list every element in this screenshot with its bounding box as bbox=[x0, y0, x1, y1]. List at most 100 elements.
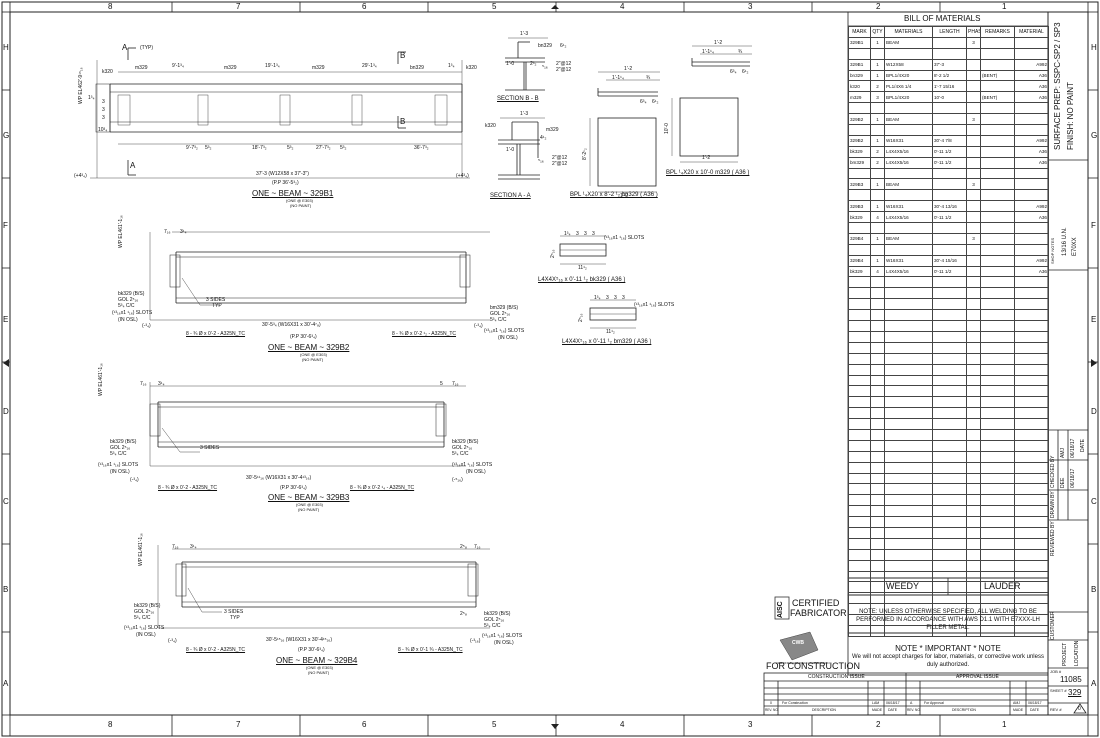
bom-cell: 2 bbox=[870, 156, 885, 169]
bom-cell bbox=[1014, 189, 1049, 202]
bom-cell bbox=[980, 516, 1015, 528]
bom-cell: W12X58 bbox=[884, 58, 933, 71]
osl-label: (IN OSL) bbox=[466, 469, 486, 475]
firm-lauder: LAUDER bbox=[984, 581, 1021, 591]
bom-cell: 329B3 bbox=[848, 178, 871, 191]
bom-cell bbox=[1014, 276, 1049, 289]
beam-length: 37'-3 (W12X58 x 37'-3") bbox=[256, 171, 309, 177]
bom-cell bbox=[980, 396, 1015, 409]
bom-row bbox=[848, 276, 1049, 289]
dim: 1'-0 bbox=[506, 61, 515, 67]
bom-cell bbox=[848, 189, 871, 202]
section-mark-a: A bbox=[122, 43, 128, 52]
bom-cell bbox=[1014, 624, 1049, 637]
bom-cell: 10'-0 bbox=[932, 91, 967, 104]
a-desc: For Approval bbox=[924, 701, 944, 705]
bom-cell bbox=[870, 167, 885, 180]
bom-cell bbox=[884, 385, 933, 398]
bom-cell bbox=[848, 505, 871, 518]
bom-cell bbox=[980, 134, 1015, 147]
bom-cell bbox=[966, 243, 981, 256]
bom-cell bbox=[848, 287, 871, 300]
bom-cell bbox=[932, 102, 967, 115]
bom-cell: BPL1/4X20 bbox=[884, 69, 933, 82]
bom-cell bbox=[884, 592, 933, 605]
rev-label: REV # bbox=[1050, 707, 1062, 712]
bom-row bbox=[848, 309, 1049, 322]
bom-cell bbox=[1014, 320, 1049, 332]
bom-cell bbox=[1014, 309, 1049, 322]
end-offset-left: (+4³₄) bbox=[74, 173, 87, 179]
bom-cell bbox=[870, 341, 885, 354]
clip-gol: GOL 2⁵₁₆ bbox=[118, 297, 139, 303]
bom-cell bbox=[884, 461, 933, 474]
bom-cell bbox=[980, 309, 1015, 322]
wp-elevation: WP EL461'-1₁₆ bbox=[118, 215, 124, 248]
cwb-mark: CWB bbox=[792, 640, 804, 646]
drawn-by-name: AMJ bbox=[1060, 448, 1066, 458]
bom-row bbox=[848, 167, 1049, 180]
bom-cell bbox=[848, 276, 871, 289]
bom-cell bbox=[966, 58, 981, 71]
bom-cell bbox=[932, 36, 967, 49]
m329-label: m329 bbox=[546, 127, 559, 133]
bom-cell bbox=[870, 374, 885, 387]
beam-subtitle: (ONE @ E303) bbox=[300, 352, 327, 357]
slots-label: (¹³₁₆x1 ¹₁₆) SLOTS bbox=[124, 625, 165, 631]
bom-cell bbox=[980, 156, 1015, 169]
weld-size: ⁵₁₆ bbox=[538, 158, 544, 164]
bom-cell bbox=[1014, 472, 1049, 485]
plate-title: BPL ¹₄X20 x 8'-2 ¹₂ bn329 ( A36 ) bbox=[570, 192, 658, 198]
bom-cell bbox=[932, 581, 967, 594]
dim: 1'-3 bbox=[520, 111, 529, 117]
bom-cell bbox=[1014, 352, 1049, 365]
weld-size: ⁵₁₆ bbox=[542, 64, 548, 70]
slots-label: (¹³₁₆x1 ¹₁₆) SLOTS bbox=[482, 633, 523, 639]
zone-row-label: G bbox=[3, 131, 10, 140]
bom-cell: 1 bbox=[870, 254, 885, 267]
bom-cell bbox=[966, 276, 981, 289]
bom-cell bbox=[980, 428, 1015, 441]
m329-label: m329 bbox=[224, 65, 237, 71]
bom-cell bbox=[870, 472, 885, 485]
slots-label: (¹³₁₆x1 ¹₁₆) SLOTS bbox=[112, 310, 153, 316]
bom-cell: A36 bbox=[1014, 211, 1049, 224]
clip-spacing: 5³₄ C/C bbox=[452, 451, 469, 457]
dim: 1'-2 bbox=[714, 40, 723, 46]
col-made: MADE bbox=[872, 708, 883, 712]
bom-cell: 3 bbox=[870, 91, 885, 104]
bom-cell: PL1/4X6 1/4 bbox=[884, 80, 933, 93]
bom-cell bbox=[884, 418, 933, 430]
dim-top: 29'-1³₄ bbox=[362, 63, 377, 69]
bom-cell: bm329 bbox=[848, 156, 871, 169]
weld-label: 3 SIDES bbox=[224, 609, 244, 615]
bom-row bbox=[848, 320, 1049, 332]
bom-cell bbox=[870, 428, 885, 441]
c-made: LAM bbox=[872, 701, 880, 705]
bom-row bbox=[848, 439, 1049, 452]
bom-cell bbox=[966, 341, 981, 354]
bom-cell bbox=[980, 330, 1015, 343]
bom-cell bbox=[966, 537, 981, 550]
bom-cell bbox=[848, 570, 871, 583]
finish: FINISH: NO PAINT bbox=[1066, 82, 1075, 150]
bom-cell bbox=[1014, 592, 1049, 605]
bom-cell bbox=[1014, 418, 1049, 430]
bom-cell bbox=[932, 450, 967, 463]
bom-cell bbox=[966, 385, 981, 398]
bom-cell bbox=[932, 113, 967, 126]
top-dim: 3¹₄ bbox=[190, 544, 197, 550]
bom-cell bbox=[848, 494, 871, 507]
bom-cell bbox=[966, 69, 981, 82]
date-label: DATE bbox=[1080, 439, 1086, 452]
bom-cell bbox=[932, 428, 967, 441]
bom-cell bbox=[870, 570, 885, 583]
bom-cell bbox=[884, 548, 933, 561]
bom-cell bbox=[884, 341, 933, 354]
bom-cell bbox=[966, 222, 981, 234]
bom-cell bbox=[884, 352, 933, 365]
bom-cell bbox=[966, 265, 981, 278]
bom-row bbox=[848, 428, 1049, 441]
